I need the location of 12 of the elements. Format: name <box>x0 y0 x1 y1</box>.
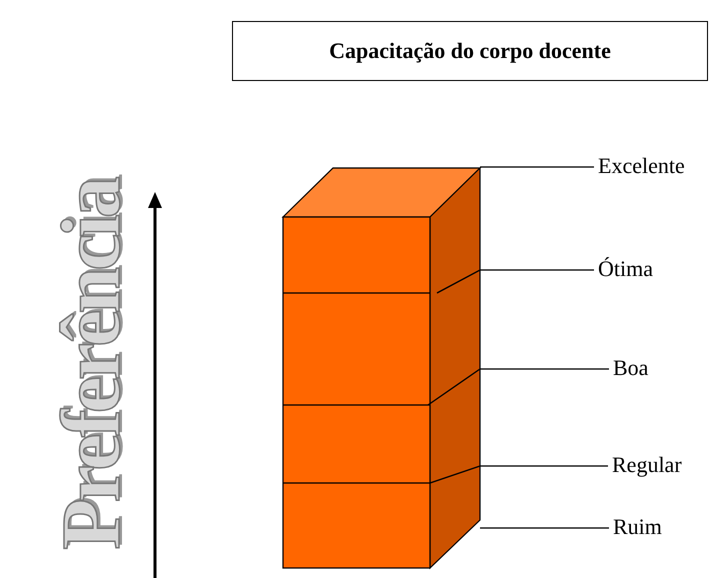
title-box: Capacitação do corpo docente <box>232 21 708 81</box>
leader-line <box>480 166 594 168</box>
level-label: Ruim <box>613 514 662 540</box>
leader-line <box>428 368 609 406</box>
level-label: Excelente <box>598 153 685 179</box>
leader-line <box>436 269 594 294</box>
level-label: Regular <box>612 452 682 478</box>
leader-line <box>480 527 609 529</box>
vertical-heading: Preferência <box>46 180 137 550</box>
level-label: Boa <box>613 355 648 381</box>
level-label: Ótima <box>598 256 653 282</box>
leader-line <box>430 465 608 484</box>
